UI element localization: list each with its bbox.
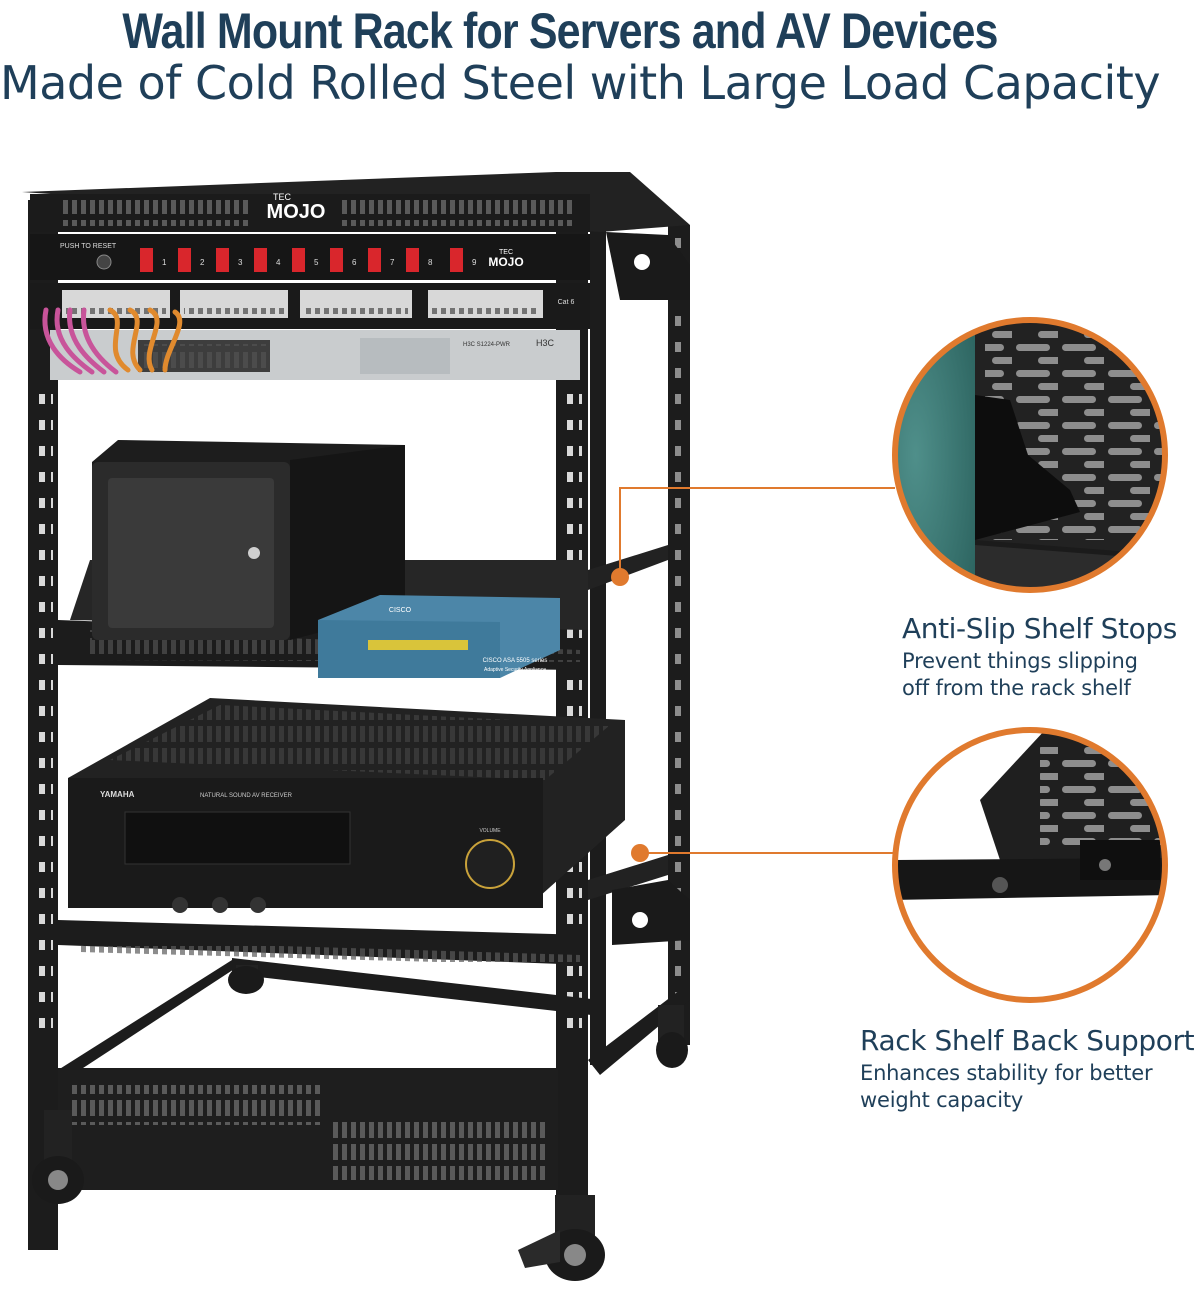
volume-label: VOLUME	[479, 828, 501, 834]
callout-desc-line: Enhances stability for better	[860, 1061, 1153, 1085]
svg-text:5: 5	[314, 258, 319, 267]
svg-text:9: 9	[472, 258, 477, 267]
callout-desc-back-support: Enhances stability for better weight cap…	[860, 1060, 1153, 1114]
callout-desc-line: off from the rack shelf	[902, 676, 1131, 700]
svg-text:1: 1	[162, 258, 167, 267]
page-subtitle: Made of Cold Rolled Steel with Large Loa…	[0, 56, 1161, 110]
svg-text:4: 4	[276, 258, 281, 267]
page-title: Wall Mount Rack for Servers and AV Devic…	[122, 3, 998, 59]
callout-desc-line: weight capacity	[860, 1088, 1024, 1112]
brand-prefix-top: TEC	[273, 192, 292, 202]
detail-circle-shelf-stop	[892, 317, 1168, 593]
patch-label: Cat 6	[558, 299, 575, 306]
casters	[32, 965, 688, 1281]
patch-cables	[42, 307, 183, 375]
network-switch: H3C S1224-PWR H3C	[50, 330, 580, 380]
firewall-brand: CISCO	[389, 607, 412, 614]
brand-logo-top: MOJO	[267, 201, 326, 223]
detail-circle-back-support	[892, 727, 1168, 1003]
switch-model: H3C S1224-PWR	[463, 342, 511, 348]
receiver-model: NATURAL SOUND AV RECEIVER	[200, 793, 293, 799]
svg-text:6: 6	[352, 258, 357, 267]
firewall-model: CISCO ASA 5505 series	[483, 658, 548, 664]
svg-text:3: 3	[238, 258, 243, 267]
callout-desc-shelf-stops: Prevent things slipping off from the rac…	[902, 648, 1138, 702]
bottom-shelf	[58, 920, 588, 966]
vented-panel: MOJO TEC	[30, 192, 590, 232]
callout-desc-line: Prevent things slipping	[902, 649, 1138, 673]
brand-logo-strip: MOJO	[488, 255, 523, 269]
brand-prefix-strip: TEC	[499, 249, 513, 256]
switch-brand: H3C	[536, 338, 555, 348]
callout-title-shelf-stops: Anti-Slip Shelf Stops	[902, 612, 1177, 645]
svg-text:8: 8	[428, 258, 433, 267]
power-switches	[140, 248, 463, 272]
svg-text:2: 2	[200, 258, 205, 267]
callout-marker-2	[631, 844, 649, 862]
receiver-brand: YAMAHA	[100, 790, 135, 799]
firewall-appliance: CISCO ASA 5505 series Adaptive Security …	[318, 595, 560, 678]
callout-title-back-support: Rack Shelf Back Support	[860, 1024, 1195, 1057]
patch-panel: Cat 6	[30, 283, 590, 329]
nas-enclosure	[92, 440, 405, 640]
firewall-sub: Adaptive Security Appliance	[484, 667, 546, 673]
power-strip: PUSH TO RESET 1 2 3 4 5 6 7 8 9 TEC MOJO	[30, 234, 590, 280]
av-receiver: YAMAHA NATURAL SOUND AV RECEIVER VOLUME	[68, 698, 625, 913]
callout-marker-1	[611, 568, 629, 586]
reset-label: PUSH TO RESET	[60, 243, 117, 250]
svg-text:7: 7	[390, 258, 395, 267]
callout-lines	[619, 487, 895, 854]
